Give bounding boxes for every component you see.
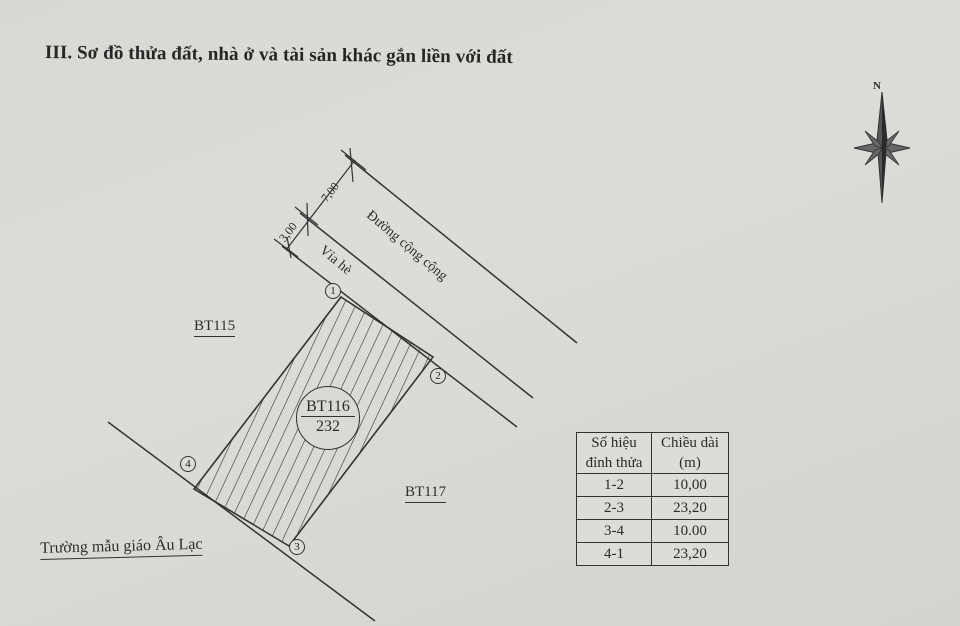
length-cell: 23,20 [651,496,729,520]
edge-length-table: Số hiệu đỉnh thửa Chiều dài (m) 1-2 10,0… [576,432,729,566]
table-row: 3-4 10.00 [576,519,729,543]
compass-north-label: N [873,80,881,92]
north-arrow-compass-icon [853,91,911,204]
neighbor-bt117: BT117 [405,484,447,503]
table-header-row: Số hiệu đỉnh thửa Chiều dài (m) [576,432,729,474]
length-cell: 23,20 [651,542,729,566]
edge-cell: 2-3 [576,496,652,520]
parcel-area: 232 [316,418,340,435]
neighbor-bt115: BT115 [194,318,236,337]
road-outer-line [344,154,578,344]
header-length: Chiều dài (m) [651,432,729,474]
southwest-boundary-line [107,421,376,622]
edge-cell: 4-1 [576,542,652,566]
dimension-line [285,159,356,251]
table-row: 1-2 10,00 [576,473,729,497]
neighbor-kindergarten: Trường mẫu giáo Âu Lạc [40,535,203,560]
header-vertex-edge: Số hiệu đỉnh thửa [576,432,652,474]
road-sidewalk-boundary [299,212,534,399]
vertex-2: 2 [430,368,446,384]
parcel-label: BT116 232 [296,386,360,450]
vertex-1: 1 [325,283,341,299]
vertex-3: 3 [289,539,305,555]
vertex-4: 4 [180,456,196,472]
edge-cell: 1-2 [576,473,652,497]
table-row: 4-1 23,20 [576,542,729,566]
edge-cell: 3-4 [576,519,652,543]
length-cell: 10.00 [651,519,729,543]
length-cell: 10,00 [651,473,729,497]
table-row: 2-3 23,20 [576,496,729,520]
parcel-id: BT116 [301,398,355,417]
